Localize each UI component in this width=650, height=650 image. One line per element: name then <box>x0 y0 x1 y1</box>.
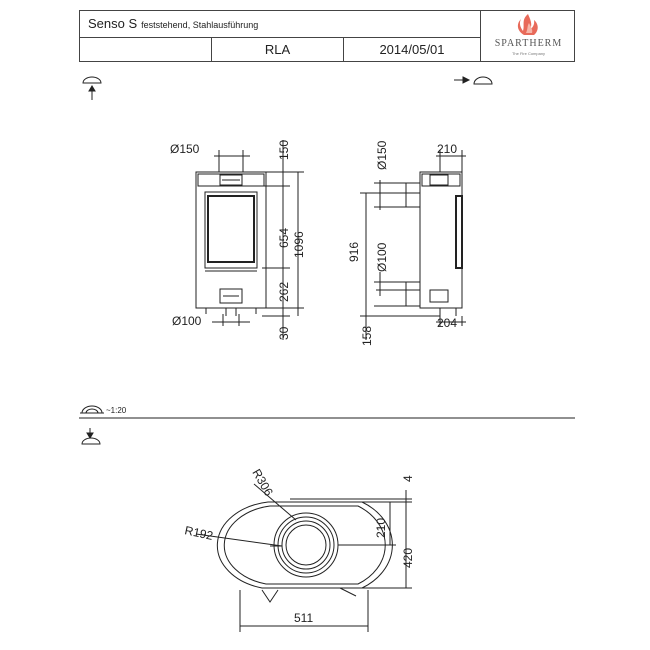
flame-icon <box>517 14 538 35</box>
dimension-labels: Ø150 150 654 1096 262 Ø100 30 Ø150 210 9… <box>106 140 457 625</box>
view-top-icon <box>81 428 101 445</box>
side-view <box>360 150 466 340</box>
brand-name: SPARTHERM <box>494 38 563 49</box>
scale-icon <box>80 405 104 414</box>
side-air-diameter-label: Ø100 <box>375 242 389 272</box>
front-lower-height-label: 262 <box>277 282 291 302</box>
side-flue-diameter-label: Ø150 <box>375 140 389 170</box>
side-rear-height-label: 916 <box>347 242 361 262</box>
variant-cell: RLA <box>212 38 344 62</box>
top-view <box>195 483 412 632</box>
top-depth-label: 420 <box>401 548 415 568</box>
front-view <box>195 140 304 340</box>
front-flue-diameter-label: Ø150 <box>170 142 200 156</box>
model-description: feststehend, Stahlausführung <box>141 20 259 30</box>
front-foot-height-label: 30 <box>277 326 291 340</box>
top-center-depth-label: 210 <box>374 518 388 538</box>
side-lower-height-label: 158 <box>360 326 374 346</box>
top-offset-label: 4 <box>401 475 415 482</box>
scale-label: ~1:20 <box>106 406 127 415</box>
front-door-height-label: 654 <box>277 228 291 248</box>
view-front-icon <box>82 76 102 100</box>
front-top-height-label: 150 <box>277 140 291 160</box>
side-bottom-width-label: 204 <box>437 316 457 330</box>
top-width-label: 511 <box>294 611 313 625</box>
front-air-diameter-label: Ø100 <box>172 314 202 328</box>
side-top-width-label: 210 <box>437 142 457 156</box>
top-inner-radius-label: R192 <box>183 523 214 543</box>
date-cell: 2014/05/01 <box>379 42 445 57</box>
view-side-icon <box>454 76 493 85</box>
front-total-height-label: 1096 <box>292 231 306 258</box>
brand-tagline: The Fire Company <box>511 51 546 56</box>
blank-cell <box>80 38 212 62</box>
brand-logo: SPARTHERM The Fire Company <box>480 11 575 61</box>
top-outer-radius-label: R306 <box>249 467 276 499</box>
